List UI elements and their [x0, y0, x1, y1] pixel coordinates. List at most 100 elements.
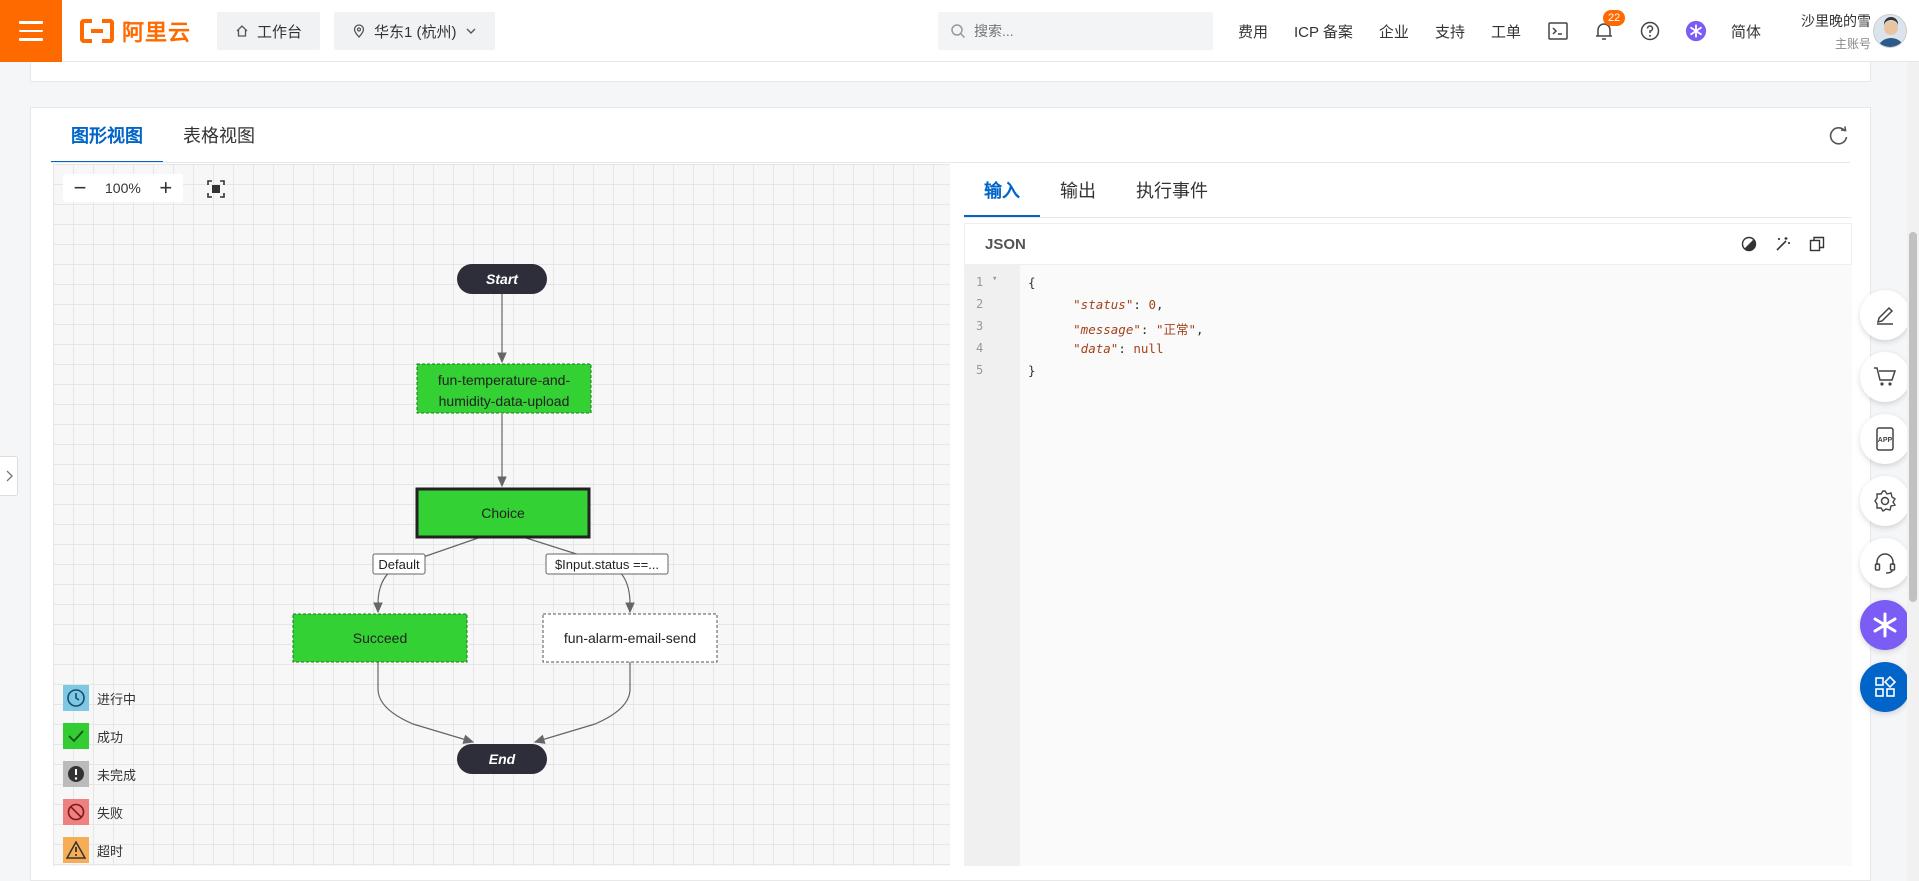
io-tabs: 输入 输出 执行事件: [964, 164, 1852, 218]
link-billing[interactable]: 费用: [1238, 23, 1269, 41]
fold-arrow-icon[interactable]: ▾: [992, 274, 998, 284]
chevron-down-icon: [466, 28, 476, 34]
floating-toolbar: APP: [1860, 290, 1910, 724]
copy-icon[interactable]: [1809, 236, 1825, 252]
flow-diagram: Start fun-temperature-and- humidity-data…: [292, 264, 718, 774]
page-scrollbar[interactable]: [1907, 62, 1919, 881]
language-switch[interactable]: 简体: [1730, 23, 1761, 41]
legend-timeout: 超时: [63, 831, 136, 869]
settings-icon[interactable]: [1860, 476, 1910, 526]
zoom-out-button[interactable]: −: [73, 175, 87, 200]
user-info[interactable]: 沙里晚的雪 主账号: [1785, 11, 1871, 52]
clock-icon: [63, 685, 89, 711]
node-fun-alarm-email-send[interactable]: fun-alarm-email-send: [542, 613, 718, 663]
line-number: 2: [976, 297, 984, 311]
execution-detail-card: 图形视图 表格视图 − 100% + Start: [30, 107, 1871, 881]
help-icon[interactable]: [1639, 20, 1661, 42]
workspace-label: 工作台: [257, 23, 303, 41]
cart-icon[interactable]: [1860, 352, 1910, 402]
edge-alarm-to-end: [533, 662, 631, 744]
edge-label-condition: $Input.status ==...: [545, 553, 669, 575]
svg-text:$Input.status ==...: $Input.status ==...: [555, 557, 659, 572]
region-selector[interactable]: 华东1 (杭州): [334, 12, 495, 50]
svg-text:fun-alarm-email-send: fun-alarm-email-send: [564, 630, 696, 646]
tab-execution-events[interactable]: 执行事件: [1136, 181, 1208, 201]
flow-canvas[interactable]: − 100% + Start fun-temperature: [53, 164, 950, 866]
json-key: "data": [1073, 341, 1119, 356]
svg-text:humidity-data-upload: humidity-data-upload: [439, 393, 570, 409]
location-pin-icon: [353, 24, 365, 38]
zoom-in-button[interactable]: +: [159, 175, 173, 200]
exclamation-icon: [63, 761, 89, 787]
home-icon: [236, 25, 248, 37]
tab-output[interactable]: 输出: [1060, 181, 1096, 201]
json-editor[interactable]: 1 ▾ 2 3 4 5 { "status": 0, "message": "正…: [964, 265, 1852, 866]
svg-text:Start: Start: [486, 271, 519, 287]
svg-text:End: End: [489, 751, 516, 767]
legend-label-timeout: 超时: [97, 843, 124, 859]
user-name: 沙里晚的雪: [1801, 13, 1871, 29]
line-number: 5: [976, 363, 984, 377]
tab-graph-view[interactable]: 图形视图: [51, 108, 163, 163]
link-icp[interactable]: ICP 备案: [1294, 23, 1353, 41]
json-toolbar: [1741, 236, 1825, 252]
headset-icon[interactable]: [1860, 538, 1910, 588]
legend-failed: 失败: [63, 793, 136, 831]
code-line: "data": null: [1073, 341, 1164, 356]
legend-label-success: 成功: [97, 729, 124, 745]
apps-grid-icon[interactable]: [1860, 662, 1910, 712]
node-start[interactable]: Start: [457, 264, 547, 294]
line-gutter: [964, 265, 1020, 866]
format-magic-icon[interactable]: [1775, 236, 1791, 252]
legend-incomplete: 未完成: [63, 755, 136, 793]
tab-table-view[interactable]: 表格视图: [183, 126, 255, 146]
terminal-icon[interactable]: [1547, 20, 1569, 42]
json-value: "正常": [1155, 322, 1197, 337]
line-number: 3: [976, 319, 984, 333]
search-icon: [951, 24, 966, 39]
tab-input[interactable]: 输入: [964, 164, 1040, 217]
chevron-right-icon: [6, 470, 13, 482]
json-header: JSON: [964, 223, 1852, 265]
node-choice[interactable]: Choice: [415, 487, 591, 539]
link-ticket[interactable]: 工单: [1490, 23, 1521, 41]
warning-icon: [63, 837, 89, 863]
line-number: 4: [976, 341, 984, 355]
link-support[interactable]: 支持: [1434, 23, 1465, 41]
json-key: "message": [1073, 322, 1141, 337]
tabs-divider: [51, 162, 1850, 163]
legend-label-running: 进行中: [97, 691, 137, 707]
upper-card: [30, 62, 1871, 82]
brand-name: 阿里云: [122, 20, 192, 45]
check-icon: [63, 723, 89, 749]
edit-icon[interactable]: [1860, 290, 1910, 340]
code-line: "status": 0,: [1073, 297, 1164, 312]
workspace-button[interactable]: 工作台: [217, 12, 321, 50]
node-fun-temperature-upload[interactable]: fun-temperature-and- humidity-data-uploa…: [416, 363, 592, 414]
svg-text:Succeed: Succeed: [353, 630, 407, 646]
menu-icon[interactable]: [0, 0, 62, 62]
ai-assistant-float-icon[interactable]: [1860, 600, 1910, 650]
ai-assistant-icon[interactable]: [1685, 20, 1707, 42]
app-download-icon[interactable]: APP: [1860, 414, 1910, 464]
bell-icon[interactable]: 22: [1593, 10, 1626, 42]
theme-toggle-icon[interactable]: [1741, 236, 1757, 252]
user-role: 主账号: [1834, 37, 1871, 51]
brand-logo[interactable]: 阿里云: [80, 18, 192, 45]
top-links: 费用 ICP 备案 企业 支持 工单 22 简体: [1238, 0, 1787, 62]
top-navigation-bar: 阿里云 工作台 华东1 (杭州) 费用 ICP 备案 企业 支持 工单 22 简…: [0, 0, 1919, 62]
search-box[interactable]: [938, 12, 1213, 50]
sidebar-expand-button[interactable]: [0, 456, 18, 496]
fit-view-icon[interactable]: [207, 180, 225, 198]
zoom-level: 100%: [105, 180, 141, 196]
link-enterprise[interactable]: 企业: [1378, 23, 1409, 41]
code-line: }: [1028, 363, 1036, 378]
json-value: null: [1133, 341, 1164, 356]
legend-running: 进行中: [63, 679, 136, 717]
refresh-icon[interactable]: [1828, 125, 1850, 147]
node-succeed[interactable]: Succeed: [292, 613, 468, 663]
avatar[interactable]: [1873, 14, 1907, 48]
node-end[interactable]: End: [457, 744, 547, 774]
search-input[interactable]: [974, 23, 1194, 39]
scrollbar-thumb[interactable]: [1909, 232, 1917, 602]
